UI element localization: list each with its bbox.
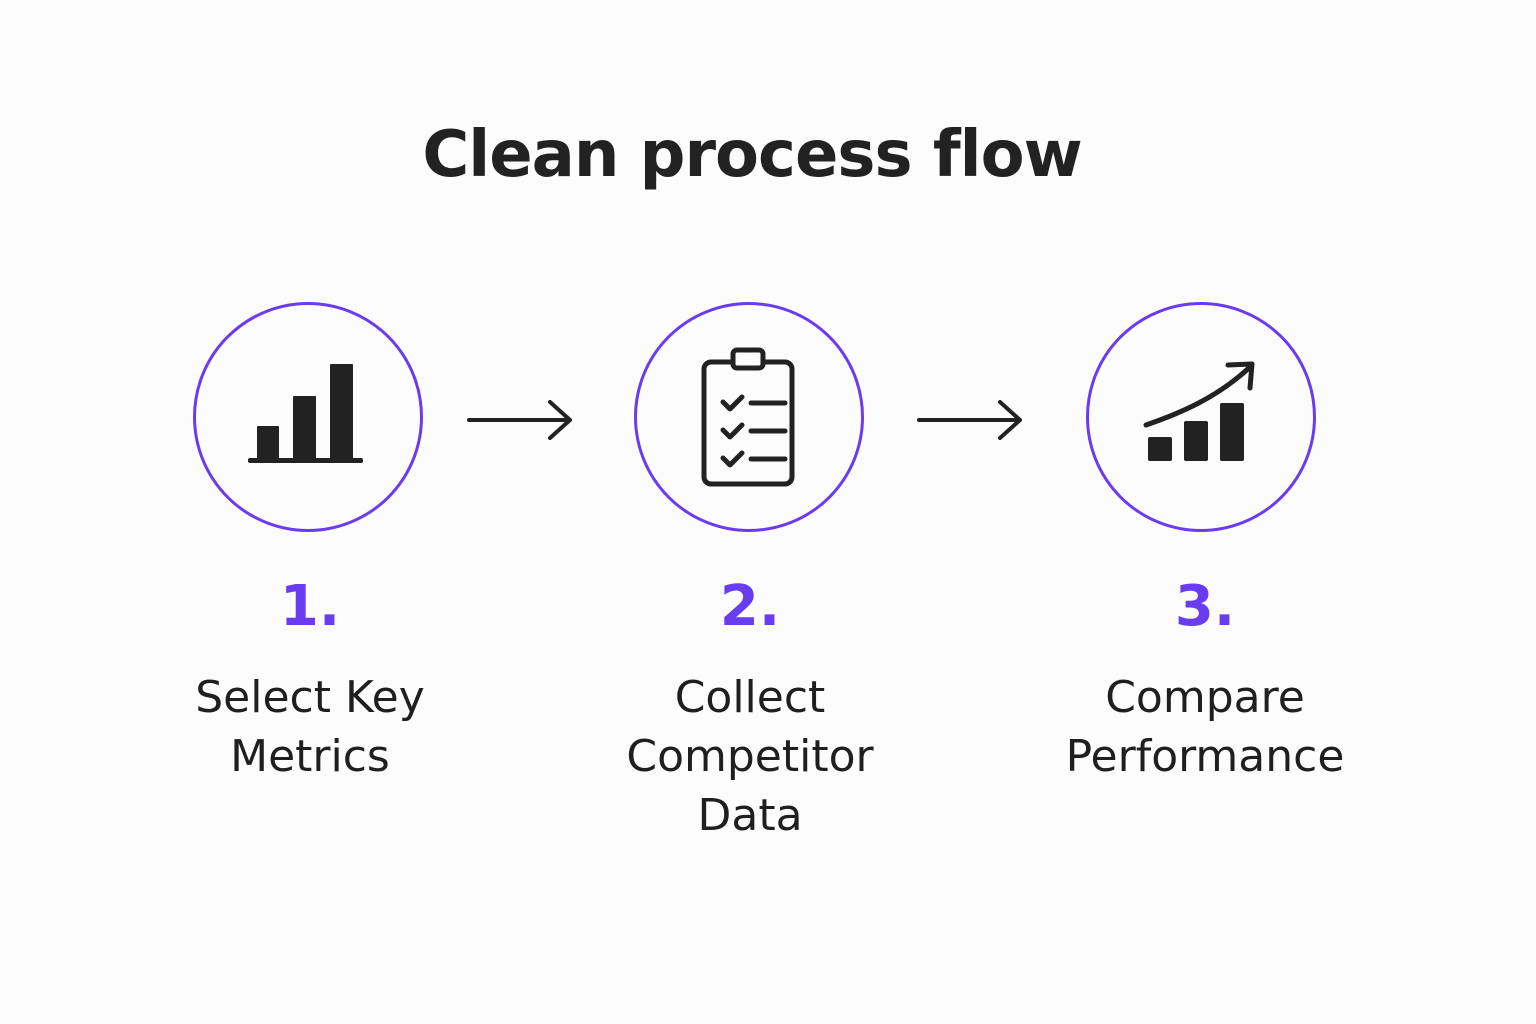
- step-1-circle: [193, 302, 423, 532]
- growth-chart-icon: [1143, 361, 1255, 461]
- step-3-label: Compare Performance: [1065, 672, 1345, 782]
- step-1-label: Select Key Metrics: [195, 672, 425, 782]
- step-3-number: 3.: [1174, 574, 1236, 639]
- step-1: 1. Select Key Metrics: [110, 0, 510, 1024]
- step-3-circle: [1086, 302, 1316, 532]
- step-3: 3. Compare Performance: [1005, 0, 1405, 1024]
- arrow-right-icon: [467, 400, 572, 440]
- diagram-title: Clean process flow: [422, 118, 1082, 192]
- bar-chart-icon: [248, 364, 363, 463]
- step-2-circle: [634, 302, 864, 532]
- step-2-number: 2.: [719, 574, 781, 639]
- step-2: 2. Collect Competitor Data: [550, 0, 950, 1024]
- step-2-label: Collect Competitor Data: [626, 672, 874, 841]
- step-1-number: 1.: [279, 574, 341, 639]
- arrow-right-icon: [917, 400, 1022, 440]
- clipboard-checklist-icon: [701, 347, 795, 487]
